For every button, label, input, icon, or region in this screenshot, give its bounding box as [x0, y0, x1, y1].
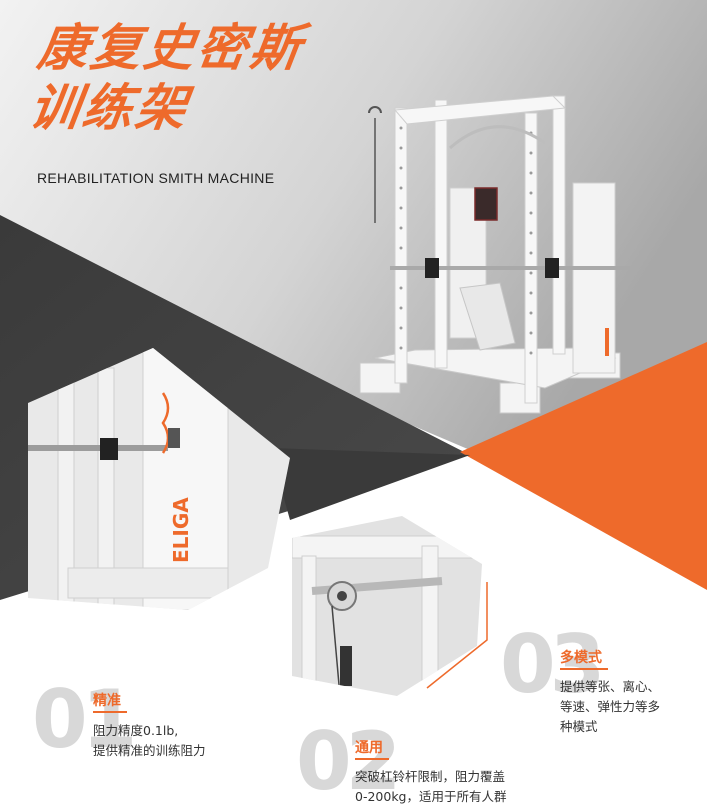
- detail-image-tower: ELIGA: [28, 348, 290, 610]
- feature-desc-line: 提供等张、离心、: [560, 679, 661, 694]
- accent-line: [426, 582, 488, 689]
- bg-orange-triangle: [460, 342, 707, 590]
- feature-number: 02: [296, 715, 401, 808]
- feature-title: 多模式: [560, 650, 602, 666]
- bar-clamp-right: [545, 258, 559, 278]
- bg-dark-wedge: [270, 448, 470, 520]
- feature-underline: [93, 711, 127, 713]
- smith-machine-image: [359, 95, 630, 414]
- feature-underline: [355, 758, 389, 760]
- title-line-2: 训练架: [25, 79, 193, 137]
- tower-orange-logo: [605, 328, 609, 356]
- feature-title: 通用: [355, 740, 383, 756]
- page-subtitle: REHABILITATION SMITH MACHINE: [37, 170, 275, 186]
- title-line-1: 康复史密斯: [34, 19, 308, 77]
- feature-desc-line: 等速、弹性力等多: [560, 699, 661, 714]
- bench-pad: [459, 282, 516, 351]
- upright-holes: [399, 126, 533, 355]
- feature-number: 01: [32, 673, 137, 766]
- pulley: [368, 106, 382, 114]
- machine-uprights: [393, 95, 567, 404]
- detail-logo-text: ELIGA: [169, 497, 193, 563]
- bar-clamp-left: [425, 258, 439, 278]
- feature-number: 03: [500, 618, 605, 711]
- feature-desc-line: 0-200kg，适用于所有人群: [355, 789, 507, 804]
- page-title: 康复史密斯 训练架: [26, 18, 308, 138]
- detail-image-pulley: [292, 516, 482, 696]
- feature-desc-line: 阻力精度0.1lb,: [93, 723, 179, 738]
- feature-desc-line: 种模式: [560, 719, 598, 734]
- feature-underline: [560, 668, 608, 670]
- feature-title: 精准: [93, 693, 121, 709]
- feature-desc-line: 突破杠铃杆限制，阻力覆盖: [355, 769, 506, 784]
- feature-desc-line: 提供精准的训练阻力: [93, 743, 206, 758]
- machine-back-arch: [449, 125, 546, 150]
- machine-screen: [474, 187, 498, 221]
